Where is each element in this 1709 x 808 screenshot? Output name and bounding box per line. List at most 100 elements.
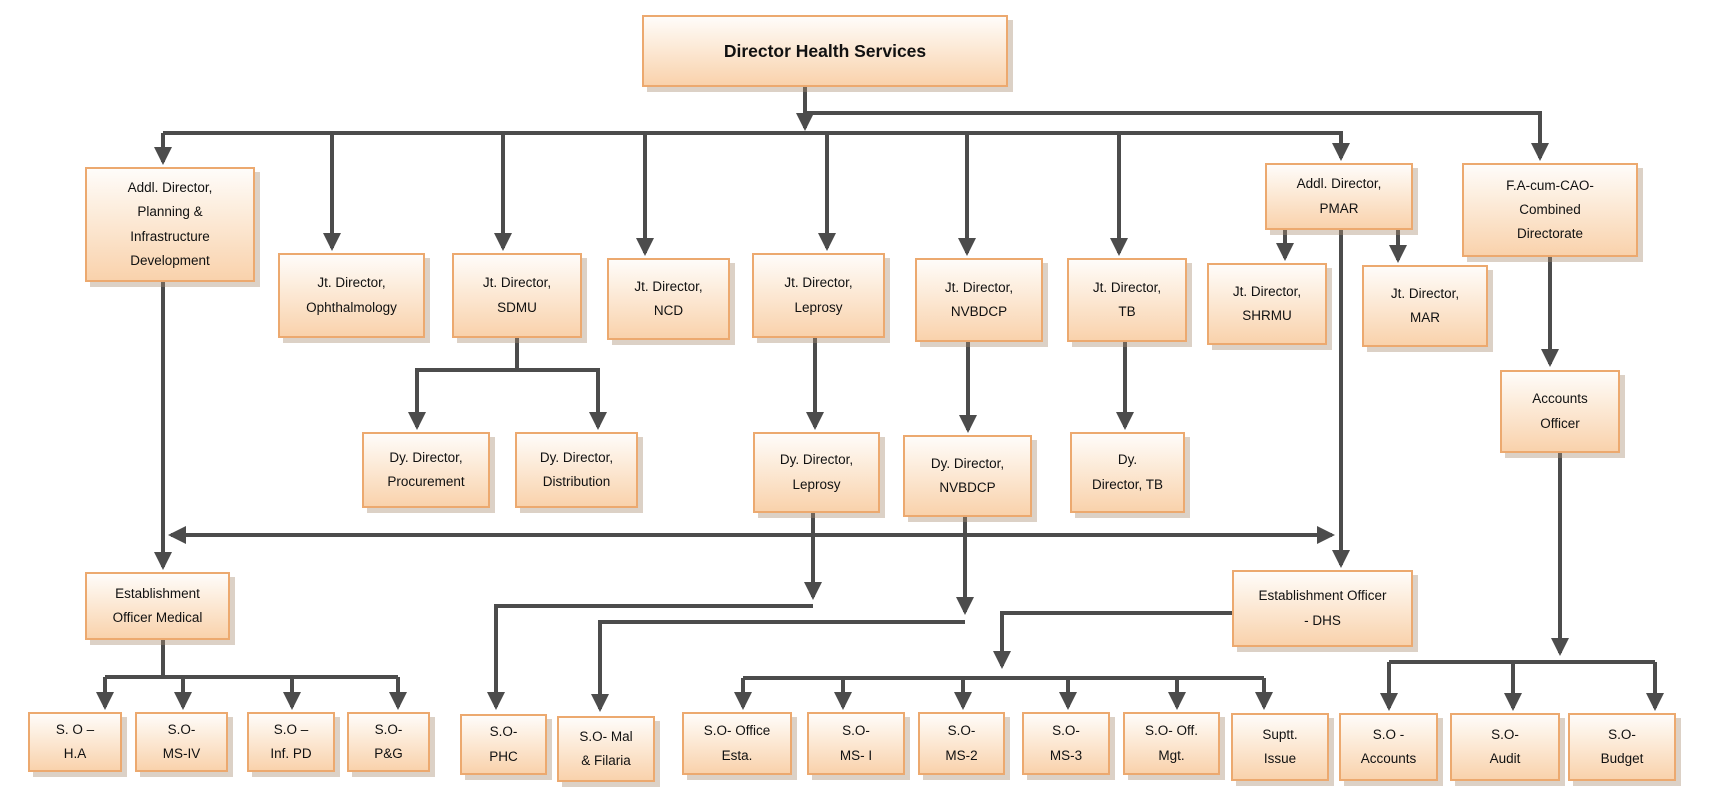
node-label-line: Jt. Director, <box>784 275 853 291</box>
org-node-dy-director-leprosy: Dy. Director, Leprosy <box>753 432 880 513</box>
org-node-dy-director-procurement: Dy. Director,Procurement <box>362 432 490 508</box>
connector-dy-director-nvbdcp-to-so-mal-filaria <box>591 620 965 712</box>
node-label-line: Leprosy <box>792 476 841 492</box>
org-node-so-inf-pd: S.O –Inf. PD <box>247 712 335 772</box>
org-node-so-accounts: S.O - Accounts <box>1339 713 1438 781</box>
node-label-line: S.O- <box>1608 726 1636 742</box>
org-node-so-audit: S.O- Audit <box>1450 713 1560 781</box>
org-node-jt-director-leprosy: Jt. Director, Leprosy <box>752 253 885 338</box>
node-label-line: SDMU <box>497 299 537 315</box>
org-node-so-ha: S. O –H.A <box>28 712 122 772</box>
org-node-so-ms-3: S.O- MS-3 <box>1022 712 1110 775</box>
node-label-line: TB <box>1118 304 1136 319</box>
node-label-line: Dy. Director, <box>389 449 463 465</box>
connector-dy-director-leprosy-to-so-phc <box>487 604 813 710</box>
node-label-line: Issue <box>1263 751 1297 766</box>
node-label-line: S.O- Off. <box>1144 723 1198 739</box>
org-node-jt-director-ncd: Jt. Director, NCD <box>607 258 730 340</box>
org-node-establishment-officer-dhs: Establishment Officer - DHS <box>1232 570 1413 647</box>
org-node-so-ms-1: S.O- MS- I <box>807 712 905 775</box>
node-label-line: PMAR <box>1319 200 1359 216</box>
node-label-line: NVBDCP <box>939 480 996 495</box>
node-label-line: Combined <box>1519 201 1581 217</box>
node-label-line: MS- I <box>839 747 873 763</box>
connector-establishment-officer-dhs-to-dhs-rail <box>993 611 1232 669</box>
node-label-line: & Filaria <box>581 753 631 768</box>
node-label-line: NCD <box>653 303 684 318</box>
node-label-line: S.O – <box>273 721 309 737</box>
node-label-line: Jt. Director, <box>634 278 703 294</box>
node-label-line: S.O- <box>842 723 870 739</box>
node-label-line: Dy. Director, <box>779 452 854 468</box>
org-node-jt-director-sdmu: Jt. Director, SDMU <box>452 253 582 338</box>
connector-main-bus-to-addl-director-pmar <box>163 131 1350 161</box>
node-label-line: Audit <box>1489 751 1521 766</box>
node-label-line: Dy. <box>1117 452 1138 468</box>
node-label-line: Development <box>130 252 210 268</box>
node-label-line: Jt. Director, <box>944 279 1014 295</box>
node-label-line: Planning & <box>137 204 203 220</box>
node-label-line: Directorate <box>1516 226 1584 242</box>
node-label-line: Jt. Director, <box>1390 285 1460 301</box>
node-label-line: Establishment Officer <box>1258 588 1387 604</box>
node-label-line: Dy. Director, <box>930 455 1005 471</box>
connector-director-to-fa-cum-cao <box>805 111 1549 161</box>
node-label-line: S.O- <box>947 723 976 739</box>
org-node-so-mal-filaria: S.O- Mal & Filaria <box>557 716 655 782</box>
node-label-line: MS-IV <box>162 746 201 761</box>
node-label-line: Dy. Director, <box>539 449 614 465</box>
connector-jt-director-sdmu-to-dy-director-distribution <box>515 338 607 430</box>
node-label-line: Accounts <box>1532 391 1588 407</box>
node-label-line: SHRMU <box>1242 308 1292 323</box>
org-node-jt-director-nvbdcp: Jt. Director, NVBDCP <box>915 258 1043 342</box>
org-node-jt-director-mar: Jt. Director, MAR <box>1362 265 1488 347</box>
org-node-jt-director-tb: Jt. Director, TB <box>1067 258 1187 342</box>
node-label-line: S.O - <box>1372 726 1405 742</box>
org-node-dy-director-nvbdcp: Dy. Director, NVBDCP <box>903 435 1032 517</box>
node-label-line: MAR <box>1410 310 1440 325</box>
org-node-so-ms-2: S.O- MS-2 <box>918 712 1005 775</box>
node-label-line: Jt. Director, <box>1092 279 1162 295</box>
node-label-line: Establishment <box>115 585 200 601</box>
node-label-line: Officer Medical <box>112 610 203 625</box>
org-node-so-ms-iv: S.O- MS-IV <box>135 712 228 772</box>
connector-group <box>96 87 1664 712</box>
node-label-line: Esta. <box>721 747 753 763</box>
node-label-line: Officer <box>1540 415 1580 431</box>
org-node-dy-director-distribution: Dy. Director, Distribution <box>515 432 638 508</box>
node-label-line: Leprosy <box>794 299 843 315</box>
node-label-line: MS-2 <box>945 747 978 763</box>
node-label-line: Budget <box>1600 751 1644 766</box>
node-label-line: Accounts <box>1360 751 1417 766</box>
connector-jt-director-sdmu-to-dy-director-procurement <box>408 368 517 430</box>
node-label-line: MS-3 <box>1049 747 1083 763</box>
node-label-line: P&G <box>374 746 403 761</box>
node-label-line: Director, TB <box>1091 476 1164 492</box>
node-label-line: Director Health Services <box>723 40 927 61</box>
node-label-line: S.O- <box>1052 723 1080 739</box>
node-label-line: Mgt. <box>1158 747 1185 763</box>
org-node-so-budget: S.O- Budget <box>1568 713 1676 781</box>
node-label-line: Ophthalmology <box>306 299 397 315</box>
org-node-jt-director-ophthalmology: Jt. Director,Ophthalmology <box>278 253 425 338</box>
org-node-so-pg: S.O-P&G <box>347 712 430 772</box>
node-label-line: F.A-cum-CAO- <box>1506 177 1594 193</box>
node-label-line: S.O- Mal <box>579 728 633 744</box>
node-label-line: S.O- <box>1491 726 1519 742</box>
node-label-line: S.O- <box>489 724 518 740</box>
org-node-addl-director-pmar: Addl. Director,PMAR <box>1265 163 1413 230</box>
node-label-line: NVBDCP <box>950 304 1008 319</box>
node-label-line: S. O – <box>55 721 95 737</box>
node-label-line: Distribution <box>542 474 611 489</box>
node-label-line: - DHS <box>1304 612 1341 628</box>
node-label-line: Jt. Director, <box>482 275 552 291</box>
node-label-line: S.O- <box>167 721 196 737</box>
node-label-line: Jt. Director, <box>1232 283 1302 299</box>
